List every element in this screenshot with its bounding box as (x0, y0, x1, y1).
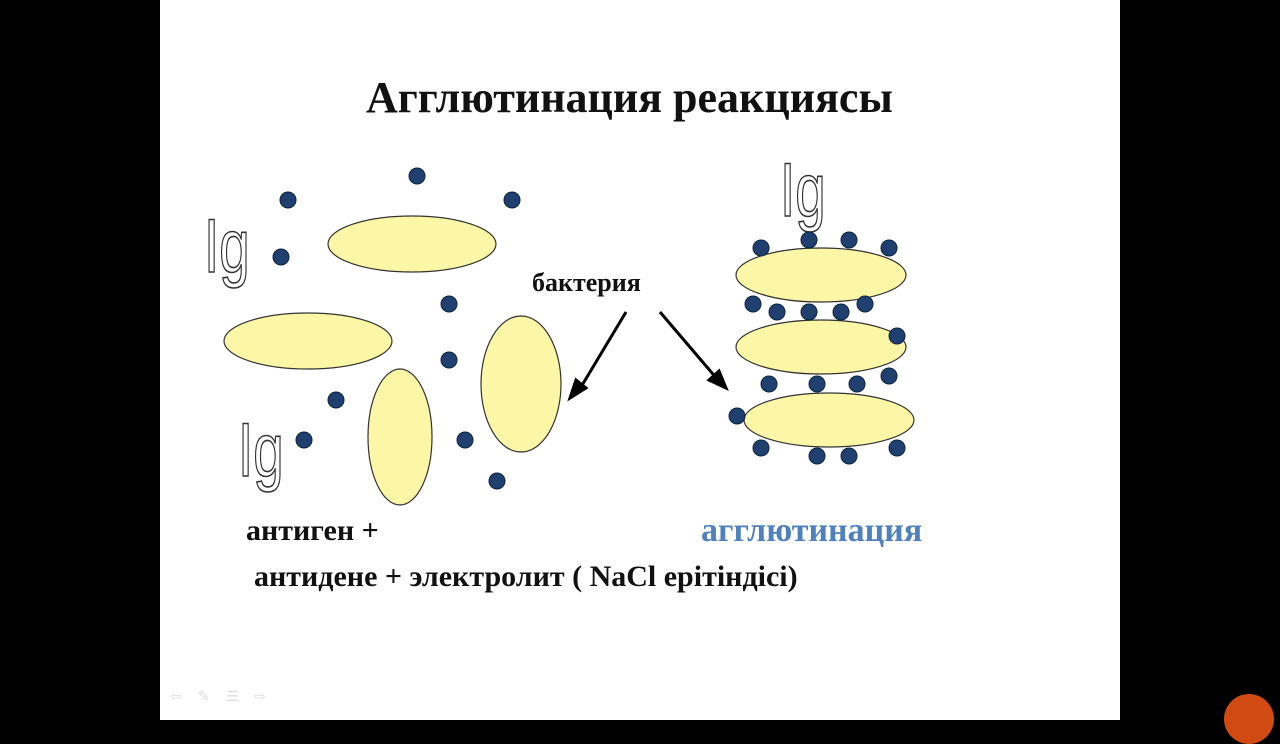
pen-icon[interactable]: ✎ (198, 689, 210, 705)
ig-label: Ig (204, 204, 250, 289)
antibody-dot (728, 407, 746, 425)
agglutinated-clump (735, 247, 915, 448)
antibody-dot (888, 439, 906, 457)
antibody-dot (808, 375, 826, 393)
slide-title: Агглютинация реакциясы (366, 73, 893, 122)
bacterium-cell (480, 315, 562, 453)
bacterium-cell (327, 215, 497, 273)
next-arrow-icon[interactable]: ⇨ (254, 689, 266, 705)
arrow-right-head (706, 368, 729, 392)
antibody-dot (800, 303, 818, 321)
antibody-dot (408, 167, 426, 185)
antibody-dot (848, 375, 866, 393)
arrow-left (576, 311, 628, 393)
prev-arrow-icon[interactable]: ⇦ (170, 689, 182, 705)
arrow-right (658, 311, 720, 381)
antibody-dot (752, 439, 770, 457)
antibody-dot (295, 431, 313, 449)
antibody-dot (760, 375, 778, 393)
bacteria-label: бактерия (532, 268, 641, 297)
antibody-dot (279, 191, 297, 209)
corner-button[interactable] (1224, 694, 1274, 744)
ig-label: Ig (238, 408, 284, 493)
antibody-dot (752, 239, 770, 257)
bacterium-cell (743, 392, 915, 448)
antibody-dot (440, 295, 458, 313)
bound-antibody-dots (728, 231, 906, 465)
antibody-dot (880, 367, 898, 385)
bacterium-cell (223, 312, 393, 370)
slide: Агглютинация реакциясы Ig Ig Ig (160, 0, 1120, 720)
antibody-dot (856, 295, 874, 313)
antibody-dot (768, 303, 786, 321)
antibody-dot (440, 351, 458, 369)
antibody-dot (744, 295, 762, 313)
bacterium-cell (367, 368, 433, 506)
antibody-dot (880, 239, 898, 257)
player-controls: ⇦ ✎ ☰ ⇨ (170, 690, 272, 704)
antibody-dot (840, 231, 858, 249)
antibody-dot (488, 472, 506, 490)
arrows (567, 311, 729, 402)
antibody-dot (327, 391, 345, 409)
free-bacteria-group (223, 215, 562, 506)
formula-line-2: антидене + электролит ( NaCl ерітіндісі) (254, 560, 798, 593)
antibody-dot (832, 303, 850, 321)
antibody-dot (456, 431, 474, 449)
antibody-dot (272, 248, 290, 266)
antibody-dot (888, 327, 906, 345)
free-antibody-dots (272, 167, 521, 490)
bacterium-cell (735, 319, 907, 375)
antibody-dot (503, 191, 521, 209)
antibody-dot (808, 447, 826, 465)
ig-label: Ig (780, 148, 826, 233)
antibody-dot (800, 231, 818, 249)
bacterium-cell (735, 247, 907, 303)
antibody-dot (840, 447, 858, 465)
agglutination-diagram: Ig Ig Ig (203, 148, 915, 506)
formula-line-1: антиген + (246, 514, 379, 547)
menu-icon[interactable]: ☰ (226, 689, 239, 705)
arrow-left-head (567, 377, 589, 402)
agglutination-label: агглютинация (701, 512, 923, 549)
